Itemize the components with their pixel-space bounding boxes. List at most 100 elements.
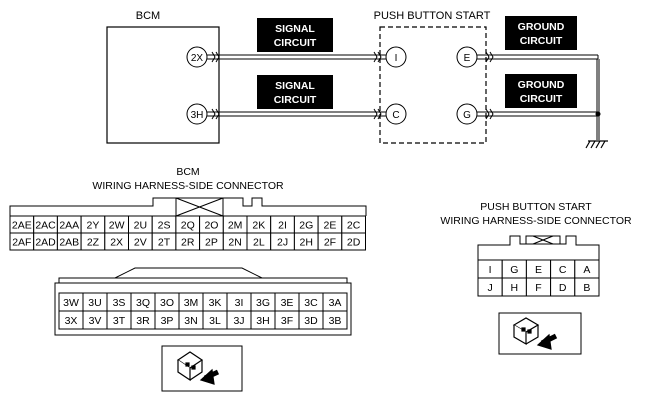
bcm-upper-pin-label: 2AB bbox=[59, 237, 79, 249]
psb-connector-view-icon bbox=[512, 317, 558, 350]
psb-pin-e bbox=[456, 46, 478, 68]
push-button-start-box bbox=[379, 26, 487, 144]
bcm-upper-pin-label: 2C bbox=[347, 220, 361, 232]
bcm-lower-pin-label: 3W bbox=[63, 297, 79, 309]
psb-pin-c-label: C bbox=[392, 110, 399, 121]
bcm-upper-pin-label: 2D bbox=[347, 237, 361, 249]
psb-pin-g bbox=[456, 103, 478, 125]
bcm-upper-pin-label: 2AD bbox=[35, 237, 56, 249]
bcm-upper-pin-label: 2R bbox=[181, 237, 195, 249]
bcm-lower-pin-label: 3L bbox=[209, 315, 221, 327]
bcm-lower-pin-label: 3E bbox=[281, 297, 294, 309]
bcm-upper-pin-label: 2Z bbox=[87, 237, 100, 249]
bcm-lower-pin-label: 3F bbox=[281, 315, 293, 327]
bcm-upper-pin-cell bbox=[341, 232, 366, 251]
bcm-lower-pin-label: 3V bbox=[89, 315, 102, 327]
bcm-upper-pin-label: 2N bbox=[228, 237, 241, 249]
bcm-lower-pin-label: 3P bbox=[161, 315, 174, 327]
bcm-upper-pin-label: 2M bbox=[228, 220, 243, 232]
signal-circuit-box-1-line-1: SIGNAL bbox=[275, 23, 315, 35]
bcm-upper-pin-label: 2Q bbox=[181, 220, 195, 232]
psb-pin-c bbox=[385, 103, 407, 125]
psb-pin-label: A bbox=[583, 264, 590, 276]
signal-circuit-box-1 bbox=[257, 18, 333, 52]
psb-pin-i bbox=[385, 46, 407, 68]
ground-symbol-icon bbox=[585, 140, 608, 149]
push-button-start-label: PUSH BUTTON START bbox=[374, 10, 491, 22]
bcm-upper-pin-label: 2AE bbox=[12, 220, 32, 232]
bcm-lower-pin-label: 3M bbox=[184, 297, 199, 309]
signal-circuit-box-2 bbox=[257, 75, 333, 109]
bcm-upper-pin-label: 2V bbox=[134, 237, 147, 249]
psb-pin-label: F bbox=[535, 282, 541, 294]
bcm-lower-pin-label: 3N bbox=[184, 315, 197, 327]
ground-circuit-box-2-line-1: GROUND bbox=[518, 79, 565, 91]
bcm-lower-pin-label: 3T bbox=[113, 315, 126, 327]
ground-circuit-box-2 bbox=[505, 74, 577, 108]
bcm-upper-pin-label: 2Y bbox=[87, 220, 100, 232]
bcm-upper-pin-label: 2K bbox=[252, 220, 265, 232]
psb-connector-outline bbox=[477, 235, 600, 260]
bcm-upper-pin-label: 2I bbox=[278, 220, 287, 232]
bcm-upper-pin-label: 2L bbox=[253, 237, 265, 249]
psb-pin-g-label: G bbox=[463, 110, 471, 121]
psb-pin-e-label: E bbox=[464, 53, 471, 64]
bcm-lower-pin-label: 3J bbox=[233, 315, 244, 327]
bcm-lower-pin-label: 3I bbox=[235, 297, 244, 309]
bcm-upper-connector-outline bbox=[9, 197, 367, 217]
bcm-lower-pin-cell bbox=[322, 310, 348, 330]
psb-pin-label: B bbox=[583, 282, 590, 294]
bcm-upper-pin-label: 2F bbox=[324, 237, 336, 249]
psb-connector-view-icon-frame bbox=[498, 312, 582, 355]
psb-pin-cell bbox=[574, 277, 600, 297]
bcm-lower-pin-label: 3U bbox=[88, 297, 101, 309]
signal-wire-2x-i bbox=[207, 51, 386, 63]
bcm-upper-pin-label: 2AF bbox=[12, 237, 31, 249]
psb-pin-label: I bbox=[489, 264, 492, 276]
bcm-lower-connector-outline bbox=[58, 267, 348, 283]
bcm-lower-connector-frame bbox=[54, 282, 352, 336]
psb-pin-label: D bbox=[559, 282, 567, 294]
bcm-upper-pin-label: 2AC bbox=[35, 220, 56, 232]
bcm-lower-pin-label: 3G bbox=[256, 297, 270, 309]
bcm-upper-pin-label: 2AA bbox=[59, 220, 79, 232]
bcm-upper-pin-label: 2W bbox=[109, 220, 125, 232]
bcm-lower-pin-label: 3Q bbox=[136, 297, 150, 309]
ground-circuit-box-1-line-1: GROUND bbox=[518, 21, 565, 33]
bcm-lower-pin-label: 3H bbox=[256, 315, 269, 327]
bcm-upper-pin-label: 2T bbox=[158, 237, 171, 249]
bcm-pin-2x-label: 2X bbox=[191, 53, 204, 64]
ground-junction bbox=[595, 111, 601, 117]
bcm-pin-2x bbox=[186, 46, 208, 68]
bcm-lower-pin-label: 3B bbox=[329, 315, 342, 327]
bcm-box bbox=[106, 26, 220, 144]
bcm-upper-pin-label: 2H bbox=[300, 237, 313, 249]
psb-pin-label: H bbox=[511, 282, 519, 294]
bcm-upper-pin-label: 2S bbox=[158, 220, 171, 232]
psb-pin-label: E bbox=[535, 264, 542, 276]
psb-connector-title: PUSH BUTTON START bbox=[480, 201, 592, 213]
bcm-upper-pin-label: 2E bbox=[324, 220, 337, 232]
bcm-upper-pin-label: 2O bbox=[204, 220, 218, 232]
bcm-lower-pin-label: 3A bbox=[329, 297, 342, 309]
bcm-label: BCM bbox=[136, 10, 160, 22]
bcm-pin-3h-label: 3H bbox=[191, 110, 204, 121]
bcm-lower-pin-label: 3O bbox=[160, 297, 174, 309]
bcm-lower-pin-label: 3K bbox=[209, 297, 222, 309]
ground-circuit-box-2-line-2: CIRCUIT bbox=[520, 93, 563, 105]
signal-circuit-box-2-line-1: SIGNAL bbox=[275, 80, 315, 92]
signal-wire-3h-c bbox=[207, 108, 386, 120]
ground-circuit-box-1 bbox=[505, 16, 577, 50]
bcm-lower-pin-label: 3D bbox=[304, 315, 318, 327]
bcm-upper-pin-label: 2P bbox=[205, 237, 218, 249]
psb-pin-label: C bbox=[559, 264, 567, 276]
bcm-lower-pin-label: 3C bbox=[304, 297, 318, 309]
bcm-upper-pin-label: 2J bbox=[277, 237, 288, 249]
bcm-lower-pin-label: 3R bbox=[136, 315, 150, 327]
psb-pin-i-label: I bbox=[395, 53, 398, 64]
bcm-connector-view-icon bbox=[176, 351, 220, 385]
bcm-upper-pin-label: 2X bbox=[110, 237, 123, 249]
